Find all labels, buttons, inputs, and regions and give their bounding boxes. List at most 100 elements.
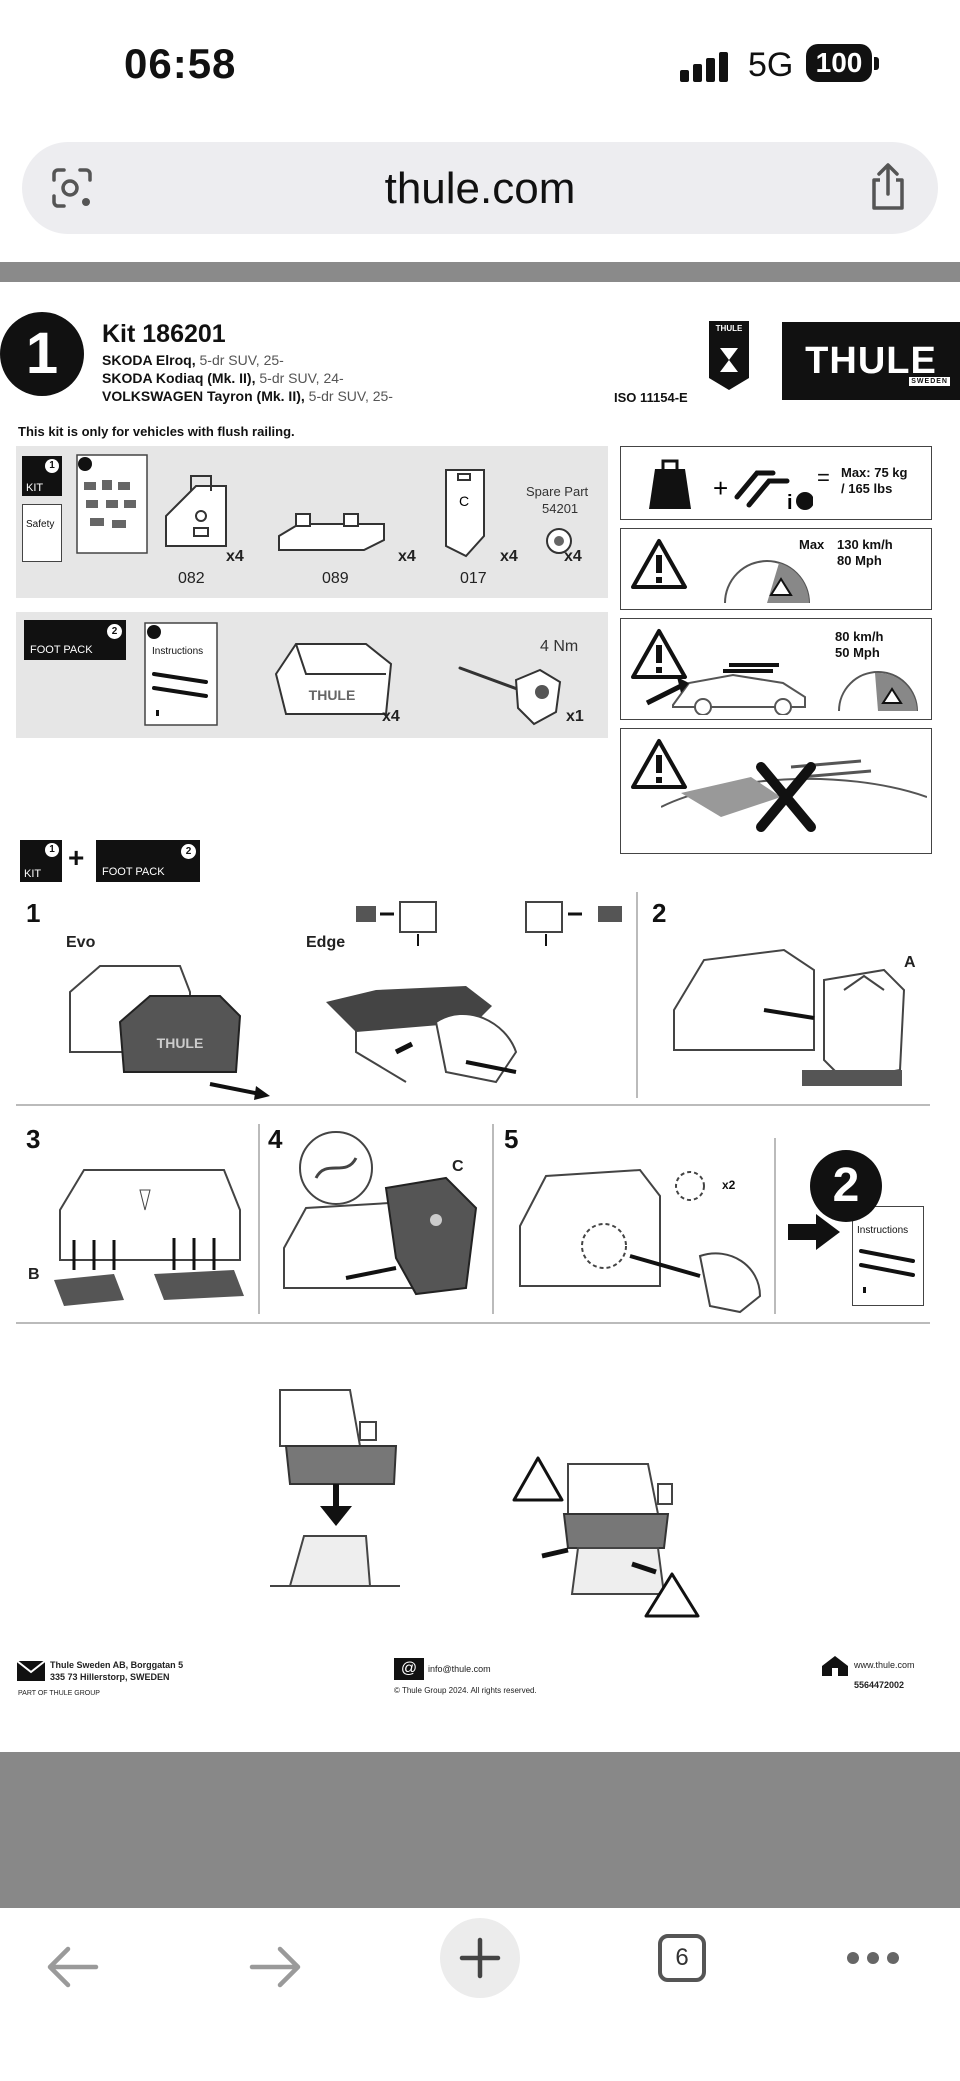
foot-pack-box-icon: 2 FOOT PACK [96,840,200,882]
roof-cross-icon [661,759,927,832]
edge-foot-illustration [326,986,518,1084]
address-line: Thule Sweden AB, Borggatan 5 [50,1660,184,1670]
guarantee-seal-icon: THULE [709,321,749,390]
plus-sign: + [68,842,85,873]
label-c: C [452,1158,464,1175]
spare-screw-icon [546,528,572,554]
copyright: © Thule Group 2024. All rights reserved. [394,1686,537,1695]
foot-qty: x4 [382,708,400,725]
next-step-circle: 2 [810,1150,882,1222]
instructions-label: Instructions [152,646,204,657]
load-icon: + i [649,459,813,513]
part-qty: x4 [564,548,582,565]
foot-pack-box-icon: 2 FOOT PACK [24,620,126,660]
warning-triangle-icon [631,739,687,789]
evo-label: Evo [66,934,96,951]
label-a: A [904,954,916,971]
bracket-082-icon [165,475,227,547]
step-3-illustration [54,1169,244,1306]
step-4-illustration [283,1131,478,1296]
foot-warning-illustration [512,1456,700,1618]
signal-icon [680,52,732,82]
email-link[interactable]: info@thule.com [428,1664,491,1674]
viewer-border [0,262,960,282]
svg-text:i: i [787,492,793,513]
thule-logo: THULE SWEDEN [782,322,960,400]
battery-cap [874,57,879,70]
flush-railing-note: This kit is only for vehicles with flush… [18,424,295,439]
kit-box-icon: 1 KIT [22,456,62,496]
part-qty: x4 [398,548,416,565]
edge-label: Edge [306,934,346,951]
share-icon[interactable] [864,162,912,214]
url-text[interactable]: thule.com [384,164,576,213]
speedometer-icon [838,671,918,712]
step-4-number: 4 [268,1124,283,1154]
group-label: PART OF THULE GROUP [18,1690,100,1697]
repeat-count: x2 [722,1178,736,1192]
svg-text:THULE: THULE [157,1035,204,1051]
torque-label: 4 Nm [540,638,579,655]
max-speed-label: Max [799,537,825,552]
next-arrow-icon [788,1214,840,1250]
address-line: 335 73 Hillerstorp, SWEDEN [50,1672,170,1682]
svg-text:+: + [713,473,728,503]
instruction-document: 1 Kit 186201 SKODA Elroq, 5-dr SUV, 25- … [0,282,960,1752]
step-3-number: 3 [26,1124,41,1154]
plus-icon [459,1937,501,1979]
edge-adapter-icon [356,901,437,946]
max-load-warning: + i = Max: 75 kg / 165 lbs [620,446,932,520]
rail-pad-089-icon [278,513,385,551]
address-bar[interactable]: thule.com [22,142,938,234]
forward-icon[interactable] [248,1942,304,1992]
kit-title: Kit 186201 [102,320,226,348]
part-code: 017 [460,570,487,587]
part-code: 082 [178,570,205,587]
kit-instruction-sheet [76,454,148,554]
spare-part-label: Spare Part [526,484,589,499]
network-type: 5G [748,46,794,84]
mail-icon [16,1660,46,1681]
label-b: B [28,1266,40,1283]
back-icon[interactable] [44,1942,100,1992]
max-load-text: Max: 75 kg / 165 lbs [841,465,908,496]
speedometer-icon [724,560,810,604]
step-5-number: 5 [504,1124,519,1154]
max-speed-text: 130 km/h 80 Mph [837,537,893,568]
part-code: 089 [322,570,349,587]
next-instruction-sheet: Instructions [852,1206,924,1306]
svg-text:THULE: THULE [716,324,743,333]
divider [16,1322,930,1324]
vehicle-line: SKODA Kodiaq (Mk. II), 5-dr SUV, 24- [102,370,344,386]
tool-qty: x1 [566,708,584,725]
max-speed-warning: Max 130 km/h 80 Mph [620,528,932,610]
foot-instruction-sheet [144,622,218,726]
google-lens-icon[interactable] [48,164,96,212]
tabs-button[interactable]: 6 [658,1934,706,1982]
curve-speed-warning: 80 km/h 50 Mph [620,618,932,720]
step-2-illustration [673,948,906,1086]
foot-placement-illustration [270,1389,400,1587]
browser-toolbar: 6 [0,1908,960,2081]
document-number: 5564472002 [854,1680,905,1690]
cover-017-icon: C [445,469,485,558]
new-tab-button[interactable] [440,1918,520,1998]
home-icon [822,1656,848,1676]
website-link[interactable]: www.thule.com [854,1660,915,1670]
foot-pack-panel: 2 FOOT PACK Instructions THULE x4 4 Nm x… [16,612,608,738]
step-1-number: 1 [26,898,41,928]
viewer-background [0,1752,960,1908]
warning-triangle-icon [631,539,687,589]
step-2-number: 2 [652,898,667,928]
email-icon: @ [394,1658,424,1680]
kit-contents-panel: 1 KIT Safety x4 082 x4 089 [16,446,608,598]
svg-text:THULE: THULE [309,687,356,703]
divider [258,1124,260,1314]
torque-tool-icon [458,666,562,726]
no-roof-load-warning [620,728,932,854]
spare-part-code: 54201 [542,501,579,516]
clock: 06:58 [124,40,237,87]
foot-unit-icon: THULE [274,643,393,715]
more-icon[interactable] [846,1948,900,1968]
kit-box-icon: 1 KIT [20,840,62,882]
